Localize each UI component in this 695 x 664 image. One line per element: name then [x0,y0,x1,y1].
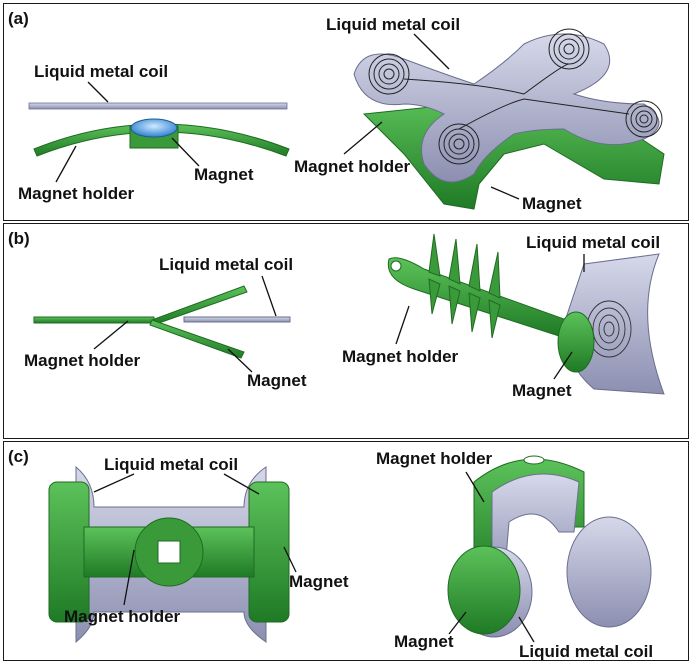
magnet-holder-arc [33,123,290,157]
arrow-right-magnet [448,611,467,635]
arrow-left-coil-a [93,473,135,493]
arrow-right-coil [413,33,450,70]
clip-device [48,465,290,644]
panel-c-illustration: (c) Liquid metal coil Magnet holder Magn… [8,447,653,661]
label-left-coil: Liquid metal coil [159,255,293,274]
label-left-coil: Liquid metal coil [104,455,238,474]
arrow-left-holder [123,549,135,606]
panel-a-tag: (a) [8,9,29,28]
panel-c: (c) Liquid metal coil Magnet holder Magn… [3,441,689,661]
panel-b: (b) Liquid metal coil Magnet holder Magn… [3,223,689,439]
magnet-disk [130,118,178,138]
panel-c-tag: (c) [8,447,29,466]
arrow-left-holder [55,145,77,183]
label-right-magnet: Magnet [512,381,572,400]
label-left-holder: Magnet holder [64,607,181,626]
label-right-holder: Magnet holder [342,347,459,366]
label-right-holder: Magnet holder [294,157,411,176]
label-right-coil: Liquid metal coil [326,15,460,34]
label-right-holder: Magnet holder [376,449,493,468]
label-left-holder: Magnet holder [24,351,141,370]
label-left-coil: Liquid metal coil [34,62,168,81]
label-left-magnet: Magnet [289,572,349,591]
label-left-holder: Magnet holder [18,184,135,203]
arrow-left-holder [93,320,129,350]
arrow-right-holder [343,121,383,155]
label-right-coil: Liquid metal coil [519,642,653,661]
arrow-left-magnet [283,546,297,573]
arrow-left-magnet [171,137,200,167]
magnet-holder-stem [33,316,155,324]
arrow-left-magnet [227,348,253,373]
label-right-magnet: Magnet [522,194,582,213]
arrow-right-magnet [490,186,520,200]
arrow-right-holder [465,471,485,503]
label-left-magnet: Magnet [194,165,254,184]
arrow-left-coil [87,81,109,103]
panel-a-illustration: (a) Liquid metal coil Magnet holder Magn… [8,9,665,213]
arrow-right-coil [518,616,535,643]
panel-b-illustration: (b) Liquid metal coil Magnet holder Magn… [8,229,665,400]
panel-a: (a) Liquid metal coil Magnet holder Magn… [3,3,689,221]
arrow-right-holder [395,305,410,345]
star-device [353,28,665,210]
label-right-magnet: Magnet [394,632,454,651]
headphone-device [447,455,652,638]
arrow-left-coil-b [223,473,260,495]
arrow-left-coil [261,275,277,317]
label-right-coil: Liquid metal coil [526,233,660,252]
fishbone-device [387,233,665,395]
liquid-metal-coil-strip [28,102,288,110]
magnet-holder-lower-arm [149,319,245,359]
arrow-right-magnet [553,351,573,380]
label-left-magnet: Magnet [247,371,307,390]
panel-b-tag: (b) [8,229,30,248]
liquid-metal-coil-strip [183,316,291,323]
